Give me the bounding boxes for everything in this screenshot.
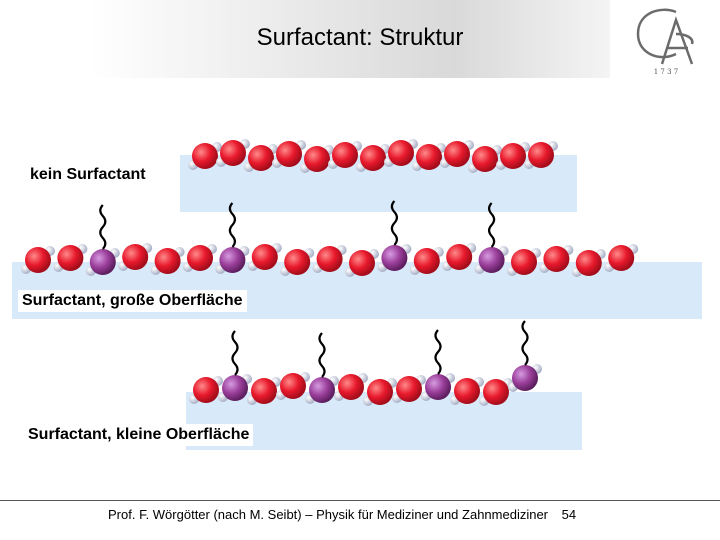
- water-molecule: [539, 245, 574, 273]
- page-number: 54: [561, 507, 577, 522]
- water-molecule: [276, 372, 310, 400]
- surfactant-tail: [390, 200, 398, 246]
- water-molecule: [272, 140, 306, 168]
- surfactant-tail: [99, 204, 107, 250]
- water-molecule: [216, 139, 250, 167]
- surfactant-tail: [231, 330, 239, 376]
- surfactant-tail: [434, 329, 442, 375]
- water-molecule: [604, 244, 639, 272]
- surfactant-tail: [488, 202, 496, 248]
- water-molecule: [183, 244, 217, 272]
- logo-year: 1 7 3 7: [654, 68, 679, 76]
- water-molecule: [21, 246, 55, 274]
- footer: Prof. F. Wörgötter (nach M. Seibt) – Phy…: [108, 507, 576, 522]
- water-molecule: [384, 139, 418, 167]
- water-molecule: [345, 249, 379, 277]
- footer-divider: [0, 500, 720, 501]
- surfactant-molecule: [421, 329, 455, 401]
- water-molecule: [280, 248, 315, 276]
- water-molecule: [312, 245, 347, 273]
- water-molecule: [334, 373, 368, 401]
- title-band: [90, 0, 610, 78]
- water-molecule: [392, 375, 426, 403]
- water-molecule: [571, 249, 606, 277]
- surfactant-molecule: [218, 330, 252, 402]
- surfactant-molecule: [85, 204, 120, 276]
- label-small-surface: Surfactant, kleine Oberfläche: [24, 424, 254, 446]
- surfactant-molecule: [474, 202, 509, 274]
- water-molecule: [188, 142, 222, 170]
- surfactant-tail: [521, 320, 529, 366]
- water-molecule: [496, 142, 530, 170]
- water-molecule: [450, 377, 484, 405]
- university-logo: 1 7 3 7: [636, 8, 694, 76]
- water-molecule: [479, 378, 513, 406]
- water-molecule: [356, 144, 390, 172]
- row-no-surfactant: [188, 139, 558, 173]
- surfactant-tail: [318, 332, 326, 378]
- label-no-surfactant: kein Surfactant: [26, 164, 150, 186]
- water-molecule: [118, 243, 153, 271]
- surfactant-molecule: [305, 332, 339, 404]
- label-large-surface: Surfactant, große Oberfläche: [18, 290, 247, 312]
- slide-title: Surfactant: Struktur: [256, 24, 464, 51]
- water-molecule: [440, 140, 474, 168]
- surfactant-molecule: [215, 202, 250, 274]
- water-molecule: [300, 145, 334, 173]
- water-molecule: [412, 143, 446, 171]
- row-small-surface: [189, 320, 542, 406]
- water-molecule: [328, 141, 362, 169]
- water-molecule: [244, 144, 278, 172]
- water-molecule: [409, 247, 444, 275]
- water-molecule: [150, 247, 185, 275]
- water-molecule: [247, 377, 281, 405]
- water-molecule: [524, 141, 558, 169]
- water-molecule: [442, 243, 477, 271]
- logo-mark: [636, 8, 694, 65]
- surfactant-molecule: [377, 200, 412, 272]
- water-molecule: [247, 243, 282, 271]
- row-large-surface: [21, 200, 639, 277]
- surfactant-tail: [228, 202, 236, 248]
- footer-text: Prof. F. Wörgötter (nach M. Seibt) – Phy…: [108, 507, 549, 522]
- water-molecule: [363, 378, 397, 406]
- surfactant-molecule: [508, 320, 542, 392]
- water-molecule: [507, 248, 541, 276]
- water-molecule: [468, 145, 502, 173]
- water-molecule: [53, 244, 88, 272]
- water-molecule: [189, 376, 223, 404]
